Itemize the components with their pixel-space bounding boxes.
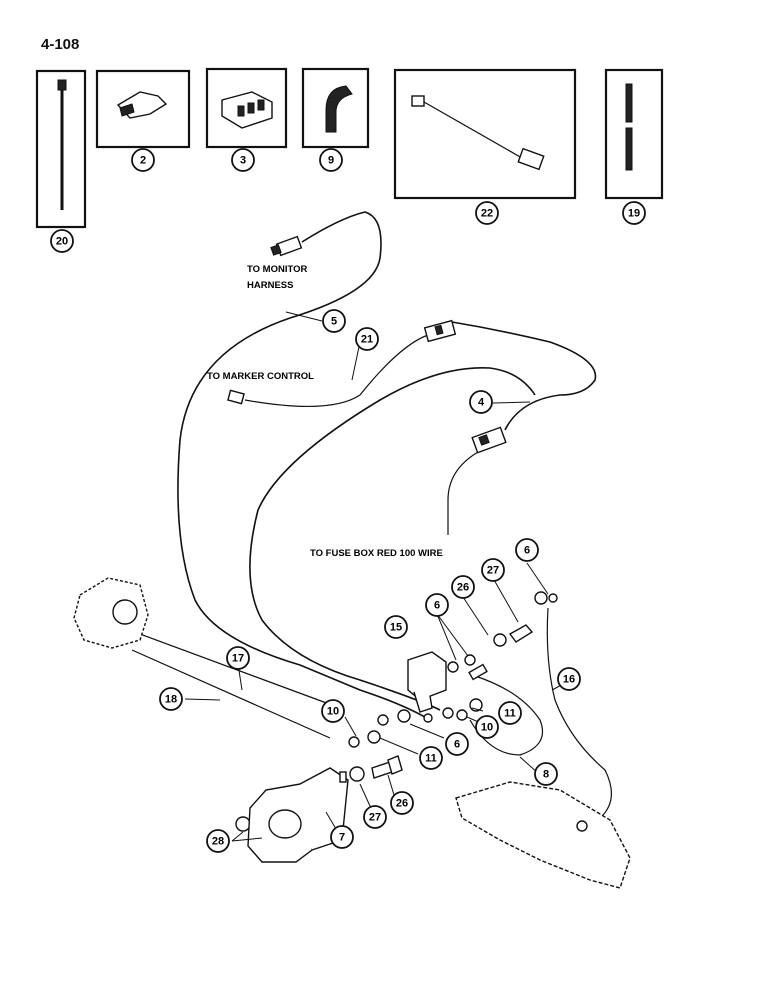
callout-27a: 27 [481, 558, 505, 582]
label-to-marker-control: TO MARKER CONTROL [207, 371, 314, 382]
page-number: 4-108 [41, 36, 80, 53]
callout-16: 16 [557, 667, 581, 691]
callout-17: 17 [226, 646, 250, 670]
callout-number: 3 [240, 155, 246, 167]
callout-6b: 6 [425, 593, 449, 617]
wire-17 [139, 633, 341, 709]
callout-19: 19 [622, 201, 646, 225]
wire-8 [469, 674, 544, 756]
label-to-monitor: TO MONITOR [247, 264, 307, 275]
callout-number: 21 [361, 334, 373, 346]
part-box-connector-body [205, 67, 288, 149]
callout-18: 18 [159, 687, 183, 711]
part-box-terminal [95, 69, 191, 149]
wire-16 [546, 607, 612, 819]
callout-number: 6 [434, 600, 440, 612]
callout-7: 7 [330, 825, 354, 849]
callout-number: 20 [56, 236, 68, 248]
callout-number: 28 [212, 836, 224, 848]
harness-wire-21 [244, 334, 429, 408]
part-box-cable-tie [35, 69, 87, 229]
callout-number: 7 [339, 832, 345, 844]
part-box-tubing [604, 68, 664, 200]
callout-number: 27 [369, 812, 381, 824]
callout-number: 10 [481, 722, 493, 734]
callout-22: 22 [475, 201, 499, 225]
callout-4: 4 [469, 390, 493, 414]
fuse-box [455, 781, 631, 889]
label-to-fuse-box: TO FUSE BOX RED 100 WIRE [310, 548, 443, 559]
fuse-box-connector [471, 426, 507, 454]
callout-number: 6 [524, 545, 530, 557]
wire-18 [131, 649, 331, 739]
callout-number: 18 [165, 694, 177, 706]
fuse-box-lead [447, 451, 479, 535]
callout-8: 8 [534, 762, 558, 786]
callout-number: 9 [328, 155, 334, 167]
callout-number: 22 [481, 208, 493, 220]
callout-6c: 6 [445, 732, 469, 756]
callout-number: 26 [457, 582, 469, 594]
callout-number: 16 [563, 674, 575, 686]
callout-11a: 11 [419, 746, 443, 770]
callout-15: 15 [384, 615, 408, 639]
callout-6a: 6 [515, 538, 539, 562]
callout-number: 26 [396, 798, 408, 810]
callout-number: 27 [487, 565, 499, 577]
callout-number: 8 [543, 769, 549, 781]
callout-9: 9 [319, 148, 343, 172]
callout-number: 2 [140, 155, 146, 167]
callouts: 20 2 3 9 22 19 5 21 4 6 26 27 6 15 16 17 18 10 11 10 11 6 8 26 2… [50, 148, 646, 853]
callout-3: 3 [231, 148, 255, 172]
harness-connector-21 [423, 319, 457, 343]
part-box-boot [301, 67, 370, 149]
solenoid [247, 767, 349, 863]
callout-26a: 26 [451, 575, 475, 599]
callout-number: 17 [232, 653, 244, 665]
mounting-bracket [73, 577, 149, 649]
leader-lines [184, 311, 568, 842]
harness-wire-5 [177, 211, 431, 721]
callout-number: 15 [390, 622, 402, 634]
callout-20: 20 [50, 229, 74, 253]
callout-number: 10 [327, 706, 339, 718]
callout-5: 5 [322, 309, 346, 333]
callout-10b: 10 [475, 715, 499, 739]
callout-number: 19 [628, 208, 640, 220]
callout-10a: 10 [321, 699, 345, 723]
monitor-harness-connector [270, 235, 303, 257]
callout-number: 5 [331, 316, 337, 328]
callout-21: 21 [355, 327, 379, 351]
callout-28: 28 [206, 829, 230, 853]
callout-27b: 27 [363, 805, 387, 829]
callout-number: 6 [454, 739, 460, 751]
marker-control-connector [227, 389, 245, 405]
label-harness: HARNESS [247, 280, 293, 291]
part-box-jumper-harness [393, 68, 577, 200]
callout-2: 2 [131, 148, 155, 172]
circuit-breaker [407, 651, 447, 713]
callout-26b: 26 [390, 791, 414, 815]
callout-11b: 11 [498, 701, 522, 725]
harness-wire-4 [249, 321, 597, 711]
callout-number: 4 [478, 397, 485, 409]
callout-number: 11 [504, 708, 516, 720]
callout-number: 11 [425, 753, 437, 765]
